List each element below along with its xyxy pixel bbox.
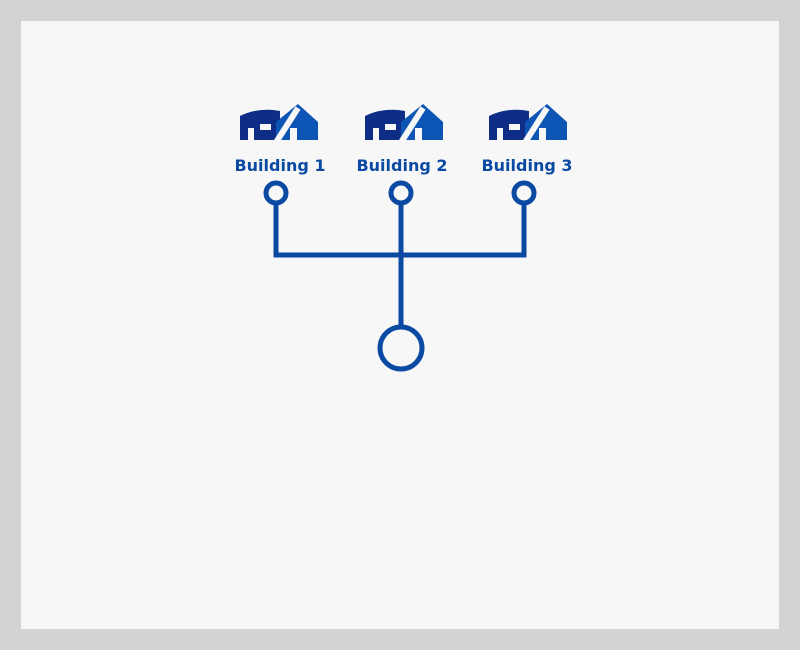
building-node-3[interactable]: Building 3 (481, 104, 573, 206)
building-port-3[interactable] (511, 180, 537, 206)
warehouse-house-icon (489, 104, 567, 144)
building-port-2[interactable] (388, 180, 414, 206)
connector-lines (273, 204, 527, 326)
building-port-1[interactable] (263, 180, 289, 206)
building-node-2[interactable]: Building 2 (356, 104, 448, 206)
building-label-2: Building 2 (356, 156, 447, 175)
building-label-1: Building 1 (234, 156, 325, 175)
junction-node[interactable] (377, 324, 425, 372)
warehouse-house-icon (365, 104, 443, 144)
building-node-1[interactable]: Building 1 (234, 104, 326, 206)
building-label-3: Building 3 (481, 156, 572, 175)
warehouse-house-icon (240, 104, 318, 144)
